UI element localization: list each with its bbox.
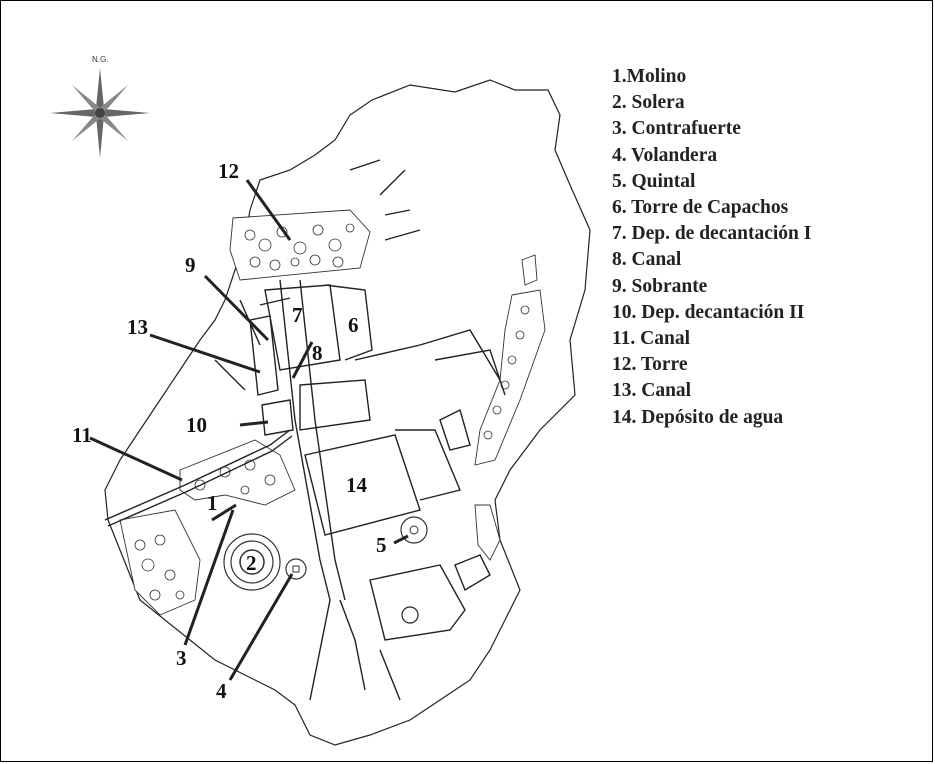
label-1: 1 <box>207 491 218 515</box>
label-2: 2 <box>246 551 257 575</box>
leader-lines <box>89 179 409 681</box>
compass-rose-icon: N.G. <box>50 55 150 158</box>
compass-label: N.G. <box>92 55 108 64</box>
label-3: 3 <box>176 646 187 670</box>
label-8: 8 <box>312 341 323 365</box>
label-5: 5 <box>376 533 387 557</box>
site-outline <box>104 79 591 746</box>
legend-item: 7. Dep. de decantación I <box>612 223 812 245</box>
legend-item: 2. Solera <box>612 92 685 114</box>
canal-11 <box>104 429 291 521</box>
legend-item: 5. Quintal <box>612 170 696 192</box>
legend-item: 8. Canal <box>612 249 682 271</box>
legend-item: 11. Canal <box>612 328 691 350</box>
structures <box>214 159 506 701</box>
legend-item: 13. Canal <box>612 380 692 402</box>
legend-item: 3. Contrafuerte <box>612 118 741 140</box>
label-13: 13 <box>127 315 148 339</box>
label-11: 11 <box>72 423 92 447</box>
label-6: 6 <box>348 313 359 337</box>
label-12: 12 <box>218 159 239 183</box>
legend-item: 12. Torre <box>612 354 688 376</box>
legend: 1.Molino 2. Solera 3. Contrafuerte 4. Vo… <box>612 64 811 431</box>
label-9: 9 <box>185 253 196 277</box>
label-4: 4 <box>216 679 227 703</box>
legend-item: 6. Torre de Capachos <box>612 197 789 219</box>
legend-item: 4. Volandera <box>612 144 718 166</box>
millstone-solera <box>223 533 281 591</box>
legend-item: 9. Sobrante <box>612 275 708 297</box>
map-labels: 1 2 3 4 5 6 7 8 9 10 11 12 13 14 <box>72 159 387 703</box>
label-7: 7 <box>292 303 303 327</box>
legend-item: 1.Molino <box>612 66 687 87</box>
label-14: 14 <box>346 473 368 497</box>
label-10: 10 <box>186 413 207 437</box>
legend-item: 14. Depósito de agua <box>612 406 784 428</box>
stone-walls <box>119 209 546 616</box>
volandera <box>285 558 307 580</box>
legend-item: 10. Dep. decantación II <box>612 301 805 323</box>
